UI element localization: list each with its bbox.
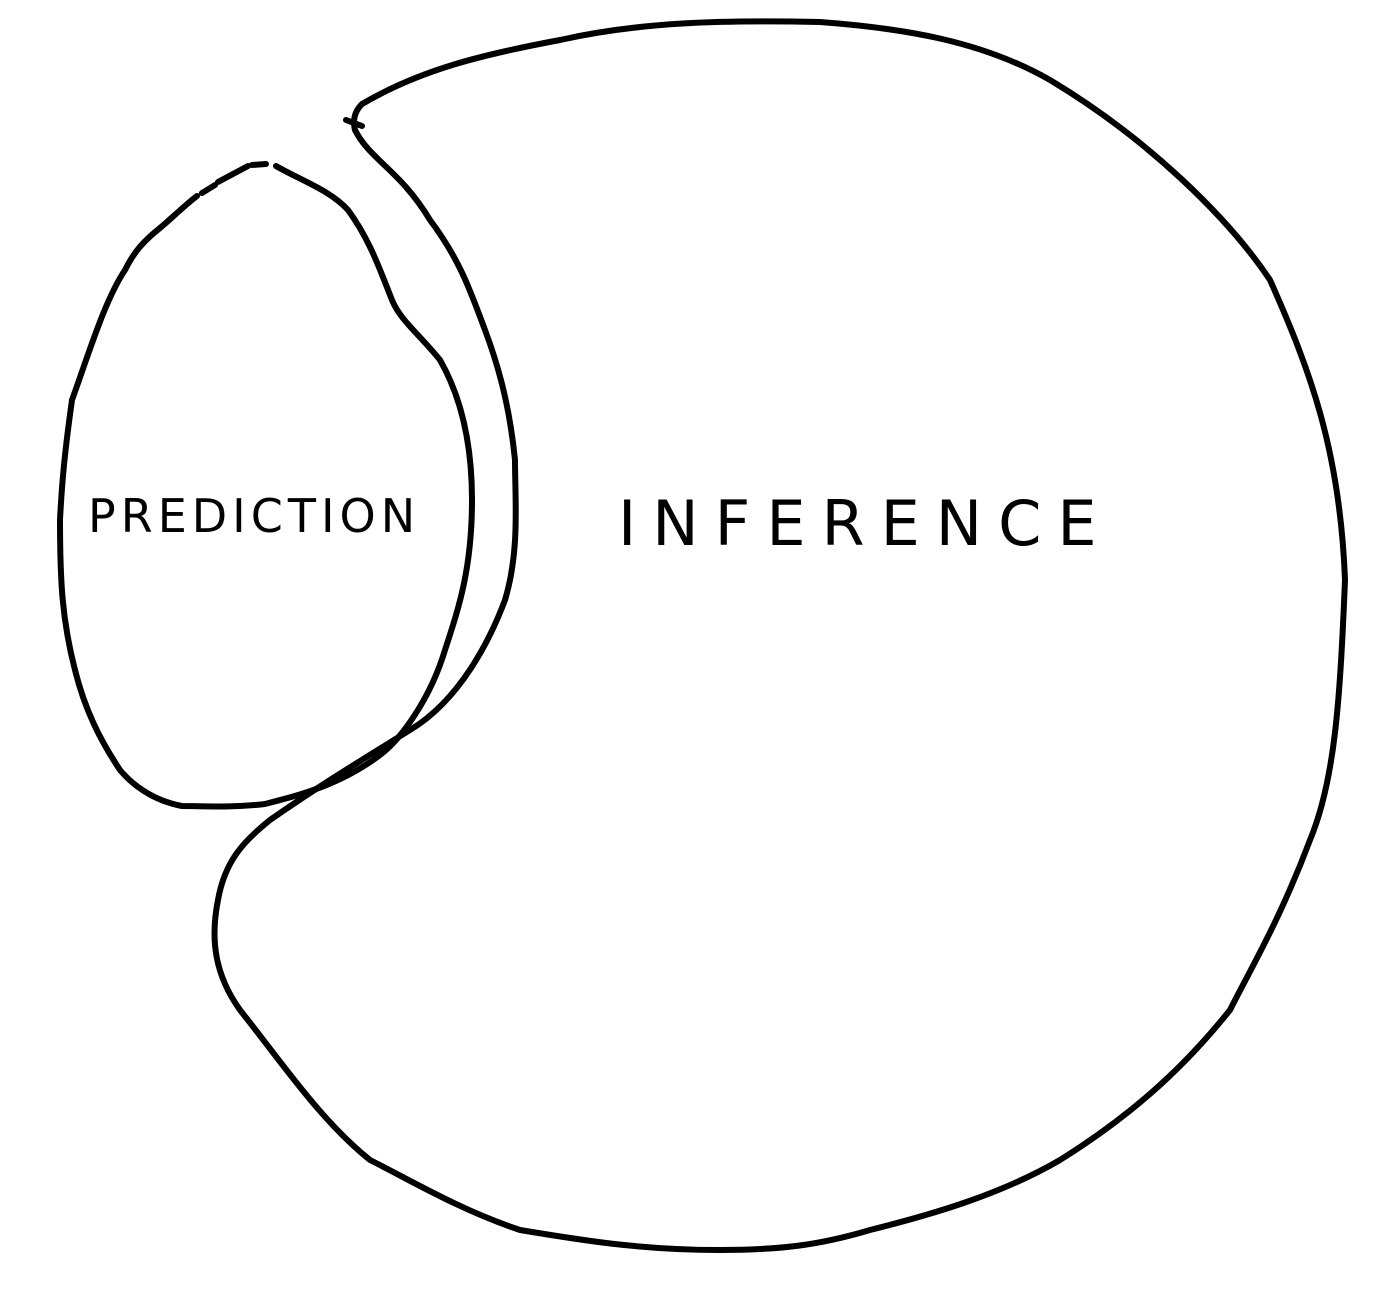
prediction-region-outline — [57, 161, 475, 810]
inference-label: Inference — [618, 487, 1113, 560]
inference-notch-tick — [343, 117, 365, 129]
prediction-label: Prediction — [88, 489, 420, 543]
inference-region-outline — [211, 18, 1348, 1253]
